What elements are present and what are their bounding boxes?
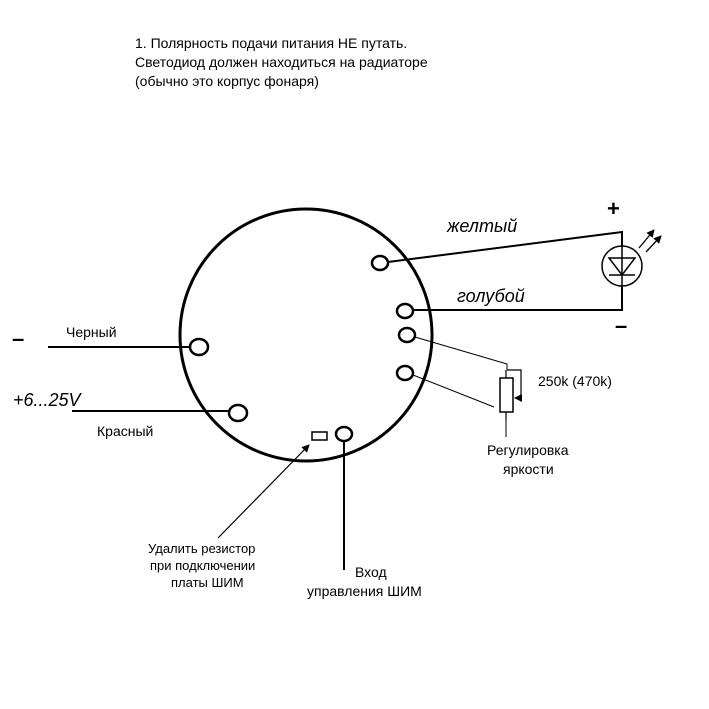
pad-yellow [370,254,390,272]
arrow-remove-resistor [217,444,310,539]
driver-board-circle [178,207,434,463]
pad-pot-2 [395,364,415,382]
label-remove-2: при подключении [150,558,255,573]
led-diode-icon [601,245,643,287]
potentiometer-icon [499,369,522,420]
label-brightness-1: Регулировка [487,442,569,458]
label-pot-value: 250k (470k) [538,373,612,389]
note-line-3: (обычно это корпус фонаря) [135,73,319,89]
label-pwm-1: Вход [355,564,387,580]
minus-sign-left: – [12,326,24,351]
label-black: Черный [66,324,117,340]
label-yellow: желтый [446,216,517,236]
label-brightness-2: яркости [503,461,554,477]
minus-sign-led: – [615,313,627,338]
wire-pot-bottom [412,374,495,408]
label-remove-3: платы ШИМ [171,575,244,590]
label-red: Красный [97,423,153,439]
wire-pot-top [414,336,508,370]
wire-blue [413,286,623,311]
label-pwm-2: управления ШИМ [307,583,422,599]
label-remove-1: Удалить резистор [148,541,255,556]
label-blue: голубой [457,286,525,306]
pad-pot-1 [397,326,417,344]
pad-pwm [334,425,354,443]
plus-sign-led: + [607,196,620,221]
label-voltage: +6...25V [13,390,83,410]
emission-arrows-icon [638,229,662,253]
pad-blue [395,302,415,320]
note-line-2: Светодиод должен находиться на радиаторе [135,54,428,70]
wire-yellow [387,230,623,263]
smd-resistor [311,431,328,441]
pad-red [227,403,249,423]
pad-black [188,337,210,357]
note-line-1: 1. Полярность подачи питания НЕ путать. [135,35,407,51]
